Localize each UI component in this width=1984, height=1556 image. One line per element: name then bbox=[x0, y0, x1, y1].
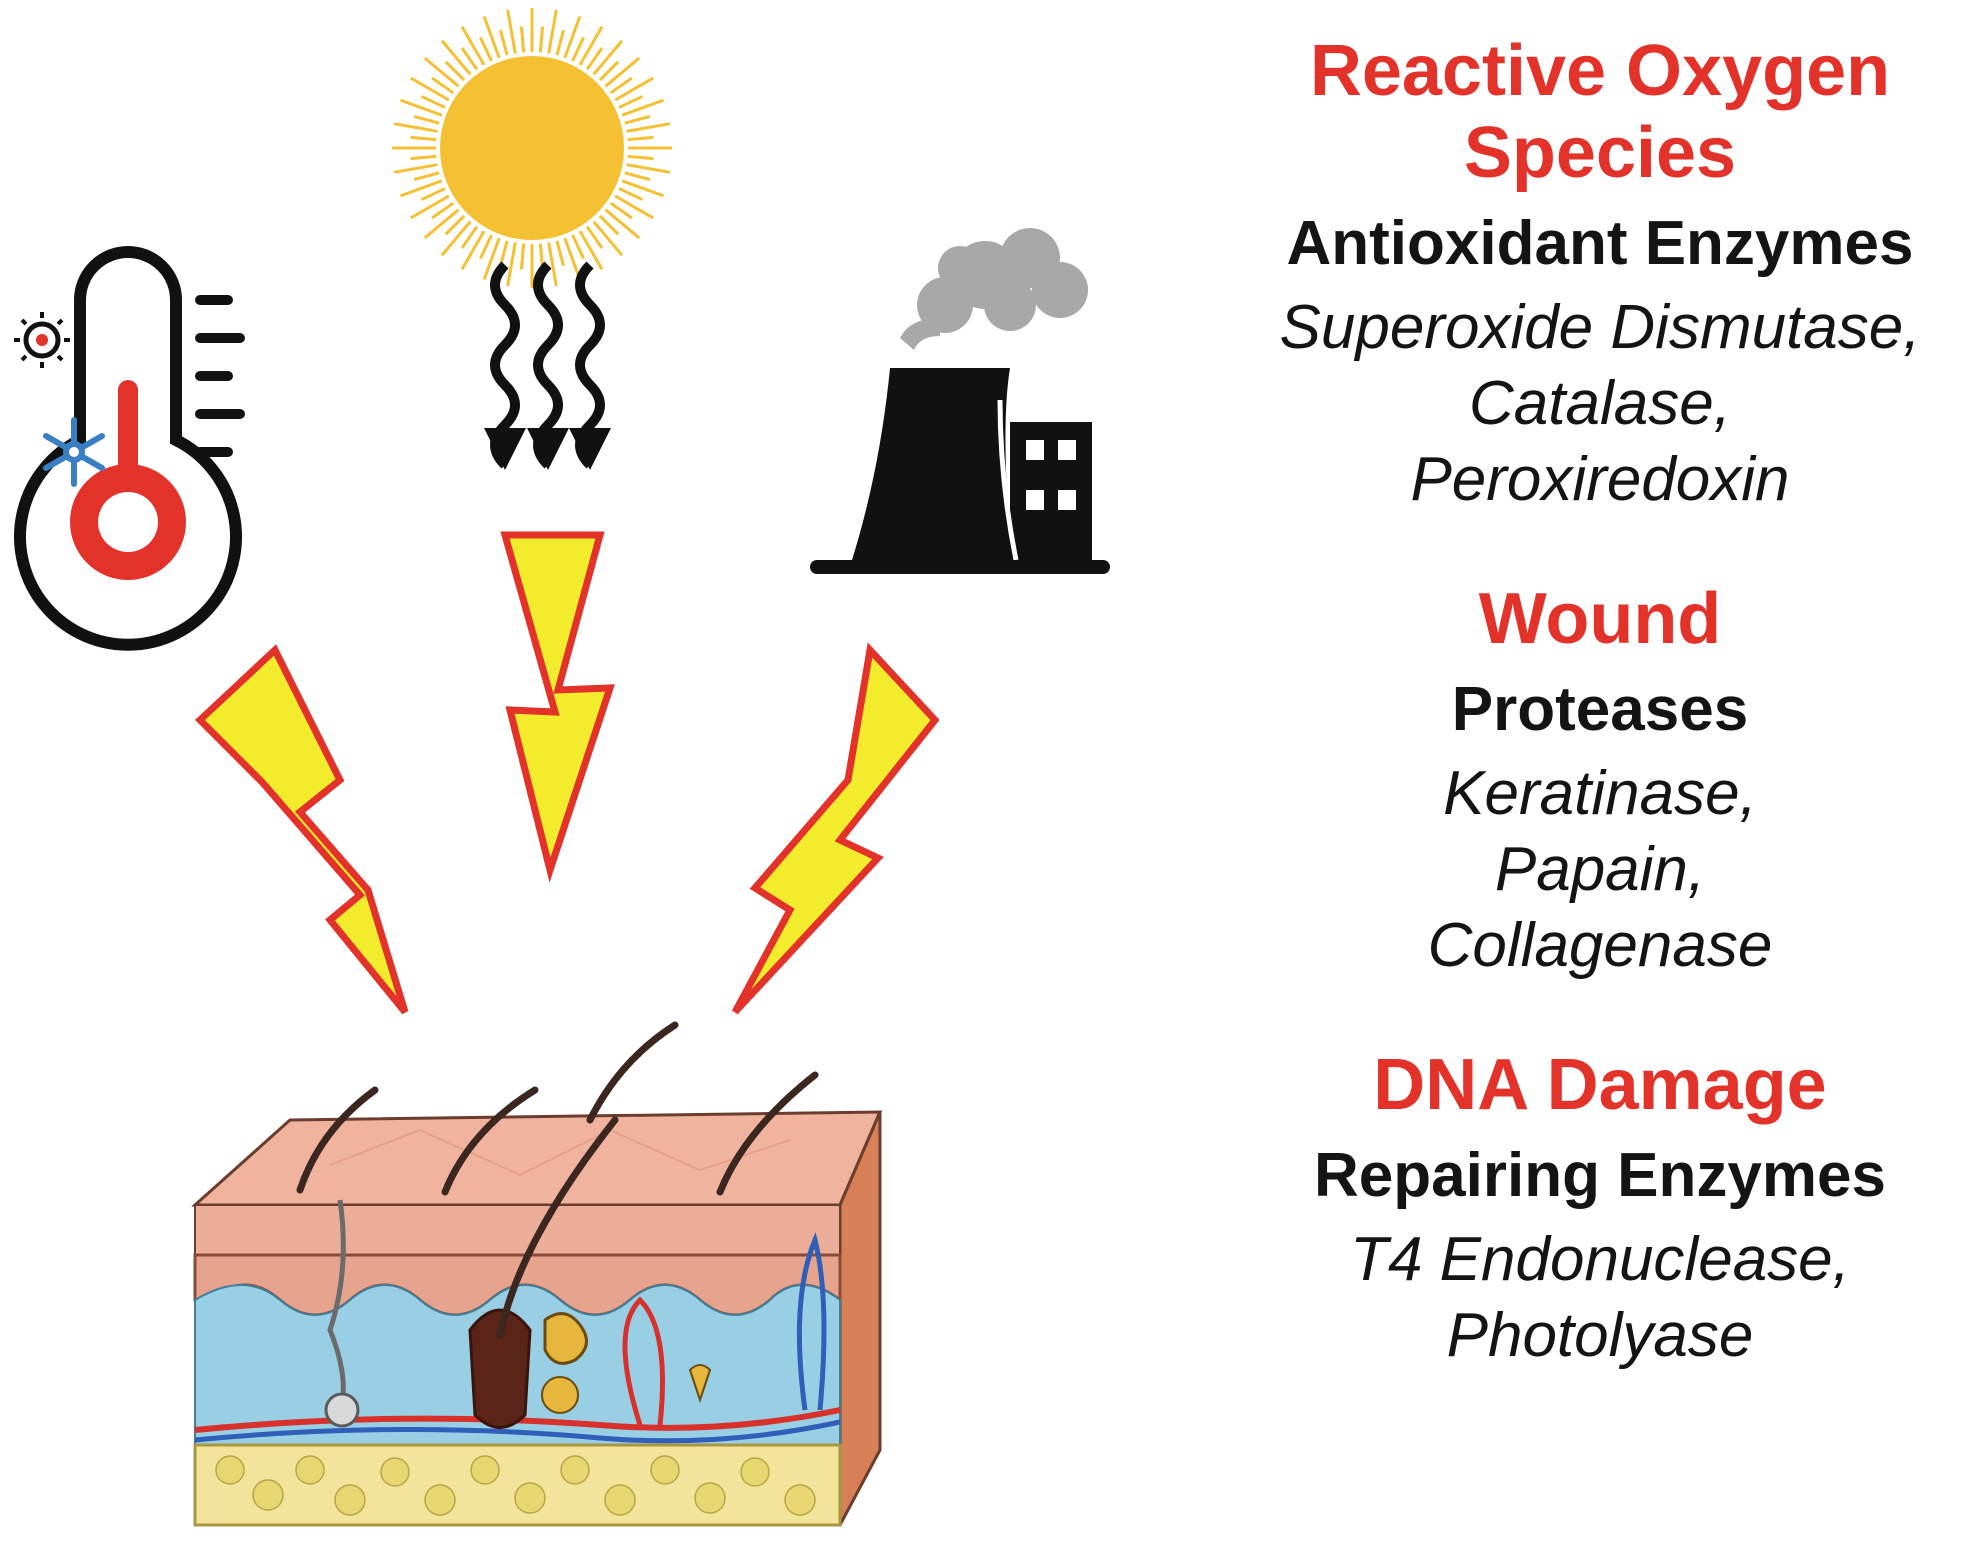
heading-dna-damage: DNA Damage bbox=[1373, 1045, 1827, 1125]
factory-icon bbox=[810, 228, 1110, 574]
section-dna-damage: DNA Damage Repairing Enzymes T4 Endonucl… bbox=[1220, 1044, 1980, 1374]
subheading-proteases: Proteases bbox=[1451, 675, 1749, 744]
enzyme-item: T4 Endonuclease, bbox=[1350, 1225, 1850, 1294]
subheading-antioxidant-enzymes: Antioxidant Enzymes bbox=[1286, 209, 1914, 278]
lightning-icon bbox=[194, 531, 940, 1015]
heading-wound: Wound bbox=[1478, 579, 1722, 659]
section-reactive-oxygen-species: Reactive Oxygen Species Antioxidant Enzy… bbox=[1220, 30, 1980, 518]
enzyme-item: Photolyase bbox=[1446, 1301, 1754, 1370]
sun-icon bbox=[392, 8, 672, 470]
subheading-repairing-enzymes: Repairing Enzymes bbox=[1314, 1141, 1886, 1210]
thermometer-icon bbox=[14, 246, 245, 651]
section-wound: Wound Proteases Keratinase, Papain, Coll… bbox=[1220, 578, 1980, 984]
enzyme-item: Collagenase bbox=[1427, 911, 1773, 980]
enzyme-item: Peroxiredoxin bbox=[1410, 445, 1790, 514]
enzyme-item: Keratinase, bbox=[1443, 759, 1757, 828]
enzyme-item: Superoxide Dismutase, bbox=[1279, 293, 1921, 362]
heading-reactive-oxygen-species: Reactive Oxygen Species bbox=[1220, 30, 1980, 194]
enzyme-list: T4 Endonuclease, Photolyase bbox=[1220, 1222, 1980, 1374]
heading-line: Species bbox=[1463, 113, 1737, 193]
enzyme-list: Keratinase, Papain, Collagenase bbox=[1220, 756, 1980, 984]
snowflake-icon bbox=[43, 417, 105, 487]
small-sun-icon bbox=[14, 312, 70, 368]
enzyme-list: Superoxide Dismutase, Catalase, Peroxire… bbox=[1220, 290, 1980, 518]
illustration bbox=[14, 8, 1110, 1527]
enzyme-panel: Reactive Oxygen Species Antioxidant Enzy… bbox=[1220, 30, 1980, 1434]
enzyme-item: Catalase, bbox=[1469, 369, 1731, 438]
heading-line: Reactive Oxygen bbox=[1309, 31, 1891, 111]
skin-cross-section bbox=[191, 1021, 883, 1527]
enzyme-item: Papain, bbox=[1494, 835, 1706, 904]
